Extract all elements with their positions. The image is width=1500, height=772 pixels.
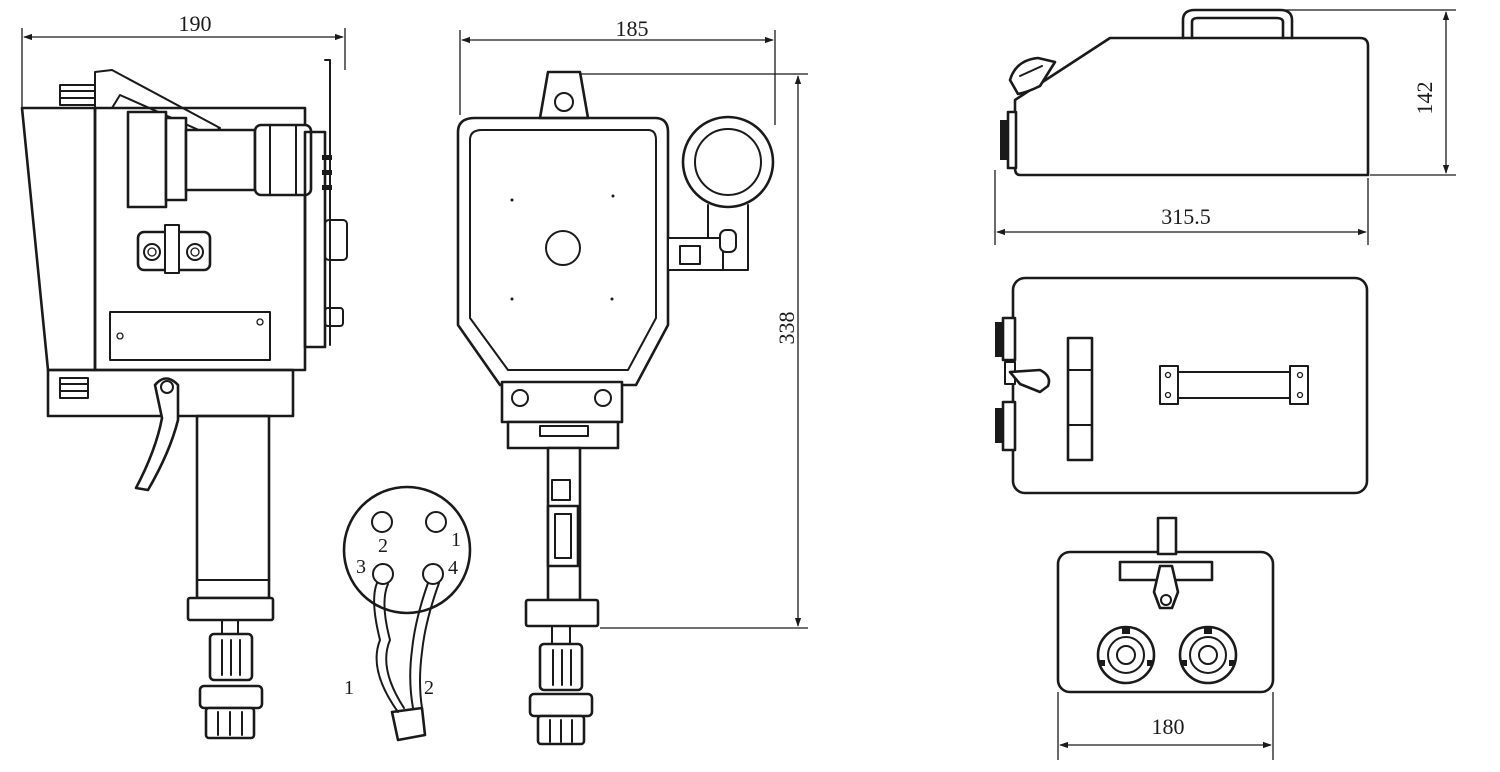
- pin-diagram: 1 2 3 4 1 2: [342, 485, 472, 742]
- front-collar: [524, 598, 600, 628]
- box-side-handle[interactable]: [1181, 8, 1294, 40]
- box-end-handle: [1156, 516, 1178, 556]
- box-top-sockets: [995, 316, 1017, 452]
- cable-end: [390, 706, 427, 742]
- side-housing: [20, 106, 97, 372]
- side-handle[interactable]: [195, 414, 271, 600]
- pin-label-2: 2: [378, 535, 388, 557]
- side-knob-lower: [324, 307, 344, 327]
- pin-2: [371, 511, 393, 533]
- wire-1b: [383, 583, 405, 709]
- box-side-body: [1013, 36, 1370, 177]
- pin-label-1: 1: [451, 529, 461, 551]
- side-handle-collar: [186, 596, 275, 622]
- box-top-handle[interactable]: [1159, 365, 1309, 405]
- dimension-box-length: 315.5: [994, 170, 1369, 245]
- side-rod: [324, 59, 331, 346]
- lens-barrel: [126, 110, 313, 209]
- front-ring-sight: [667, 115, 775, 271]
- trigger-lever[interactable]: [134, 377, 180, 492]
- front-grip-window: [546, 504, 580, 568]
- dimension-side-width: 190: [21, 11, 346, 108]
- box-top-toggle[interactable]: [1008, 368, 1051, 394]
- dimension-front-height: 338: [580, 73, 808, 629]
- dimension-box-end-width: 180: [1057, 692, 1274, 760]
- box-end-toggle[interactable]: [1152, 564, 1180, 610]
- dimension-label-front-width: 185: [616, 16, 649, 41]
- wire-label-1: 1: [344, 677, 354, 699]
- box-end-view: 180: [1056, 516, 1275, 760]
- dimension-label-front-height: 338: [774, 312, 799, 345]
- side-bracket: [136, 224, 212, 274]
- dimension-front-width: 185: [459, 16, 776, 125]
- side-knob: [324, 219, 348, 261]
- pin-label-3: 3: [356, 556, 366, 578]
- box-top-handle-side: [1066, 336, 1094, 462]
- side-view: 190: [20, 11, 348, 740]
- pin-label-4: 4: [448, 557, 458, 579]
- dimension-label-box-length: 315.5: [1161, 204, 1211, 229]
- dimension-label-box-height: 142: [1412, 82, 1437, 115]
- side-small-pins: [322, 155, 332, 190]
- connector-face: [342, 485, 472, 615]
- dimension-box-height: 142: [1280, 9, 1456, 176]
- box-side-sockets: [1000, 110, 1018, 170]
- front-window: [469, 129, 657, 371]
- side-plug: [198, 619, 264, 740]
- box-top-view: [995, 276, 1369, 495]
- wire-label-2: 2: [424, 677, 434, 699]
- pin-4: [422, 563, 444, 585]
- front-center-port: [545, 230, 581, 266]
- box-side-toggle[interactable]: [1008, 56, 1057, 96]
- lens-hood: [94, 69, 221, 136]
- terminal-pins-bottom: [59, 377, 89, 399]
- side-label-plate: [109, 311, 271, 361]
- dimension-label-side-width: 190: [179, 11, 212, 36]
- wire-2b: [419, 582, 440, 709]
- box-end-socket-left: [1096, 625, 1156, 685]
- front-lower-block: [500, 380, 624, 424]
- box-end-socket-right: [1178, 625, 1238, 685]
- box-top-body: [1011, 276, 1369, 495]
- front-view: 185 338: [456, 16, 808, 746]
- front-body: [456, 116, 670, 387]
- pin-3: [372, 563, 394, 585]
- pin-1: [425, 511, 447, 533]
- terminal-pins-top: [59, 84, 96, 106]
- front-plug: [528, 625, 594, 746]
- dimension-label-box-end-width: 180: [1152, 714, 1185, 739]
- wire-2: [409, 582, 429, 709]
- wire-1: [373, 582, 399, 713]
- box-side-view: 142 315.5: [994, 8, 1456, 245]
